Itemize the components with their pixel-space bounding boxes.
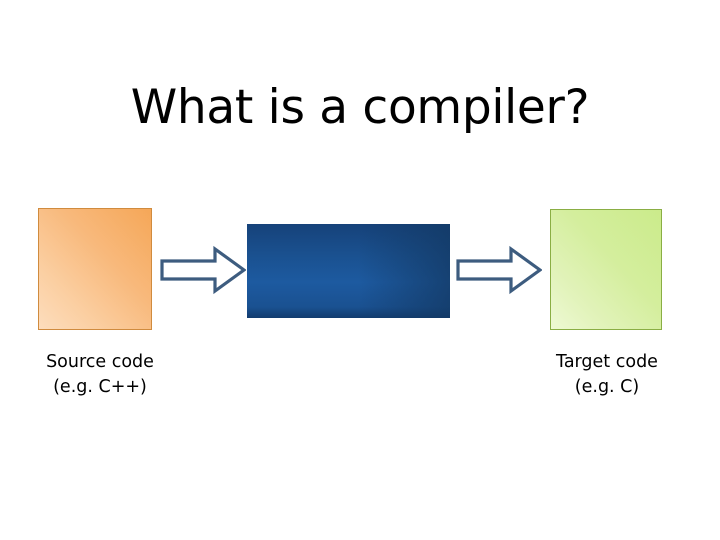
source-code-caption: Source code (e.g. C++) <box>5 350 195 400</box>
target-caption-line-1: Target code <box>556 352 658 372</box>
source-code-box[interactable] <box>38 208 152 330</box>
page-title: What is a compiler? <box>130 80 590 135</box>
source-caption-line-2: (e.g. C++) <box>53 376 147 397</box>
target-code-box[interactable] <box>550 209 662 330</box>
compiler-box[interactable] <box>247 224 450 318</box>
source-caption-line-1: Source code <box>46 352 154 372</box>
target-code-caption: Target code (e.g. C) <box>512 350 702 400</box>
arrow-right-icon-compiler-to-target <box>456 245 543 299</box>
target-caption-line-2: (e.g. C) <box>574 376 640 397</box>
arrow-right-icon-source-to-compiler <box>160 245 247 299</box>
